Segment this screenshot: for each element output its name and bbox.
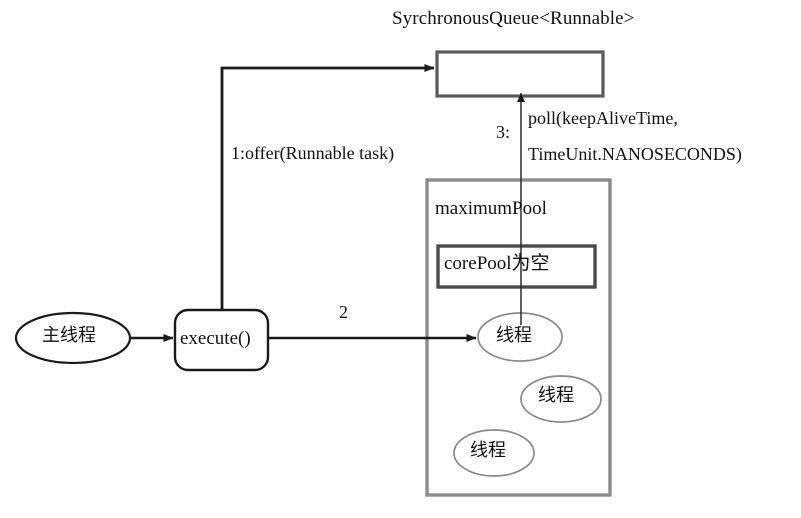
poll-edge-label-line1: poll(keepAliveTime, bbox=[528, 108, 678, 128]
poll-edge-label-line2: TimeUnit.NANOSECONDS) bbox=[528, 144, 742, 164]
poll-step-index: 3: bbox=[496, 122, 511, 142]
core-pool-box bbox=[436, 244, 597, 289]
thread-ellipse-1 bbox=[477, 312, 563, 362]
thread-ellipse-2 bbox=[520, 375, 602, 423]
synchronous-queue-box bbox=[435, 50, 605, 98]
execute-label: execute() bbox=[180, 328, 251, 349]
offer-edge-label: 1:offer(Runnable task) bbox=[231, 143, 395, 163]
core-pool-label: corePool为空 bbox=[444, 253, 550, 274]
maximum-pool-label: maximumPool bbox=[435, 198, 547, 219]
arrow-offer-to-queue bbox=[220, 64, 435, 310]
main-thread-label: 主线程 bbox=[42, 325, 96, 345]
thread-label-2: 线程 bbox=[538, 385, 574, 405]
queue-title: SyrchronousQueue<Runnable> bbox=[392, 8, 635, 29]
step2-edge-label: 2 bbox=[339, 302, 348, 322]
thread-label-1: 线程 bbox=[496, 325, 532, 345]
thread-ellipse-3 bbox=[453, 429, 535, 477]
thread-label-3: 线程 bbox=[470, 440, 506, 460]
